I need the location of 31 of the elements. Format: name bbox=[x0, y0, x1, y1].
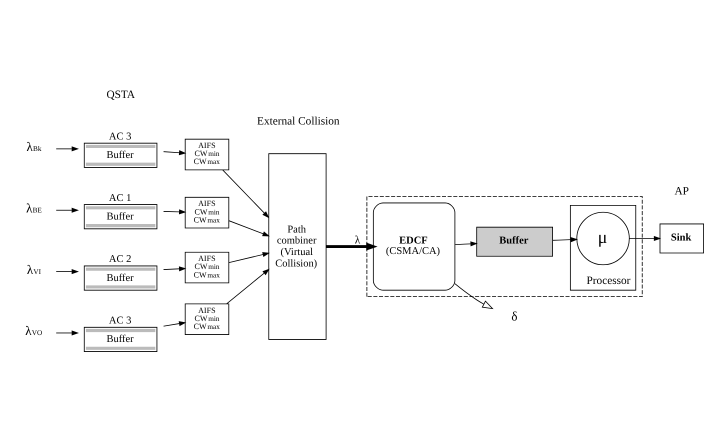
node-label: AC 3 bbox=[108, 131, 132, 142]
arrow bbox=[454, 240, 478, 246]
node-text: δ bbox=[511, 308, 518, 324]
node-box: Path combiner (Virtual Collision) bbox=[268, 152, 326, 340]
arrow bbox=[163, 266, 186, 271]
arrow bbox=[56, 146, 79, 151]
arrow bbox=[228, 220, 270, 236]
arrow bbox=[163, 150, 186, 155]
node-box: EDCF (CSMA/CA) bbox=[372, 202, 456, 290]
node-label: AC 1 bbox=[108, 192, 132, 204]
arrow bbox=[222, 169, 270, 218]
arrow bbox=[163, 320, 186, 326]
edge-label: λ bbox=[354, 234, 360, 246]
node-circle: μ bbox=[576, 211, 630, 265]
label: AP bbox=[674, 185, 689, 198]
arrow bbox=[163, 208, 186, 214]
label: QSTA bbox=[106, 88, 136, 100]
arrow bbox=[326, 242, 378, 250]
node-box: Buffer bbox=[476, 226, 553, 256]
arrow bbox=[56, 207, 79, 212]
arrow bbox=[56, 330, 79, 336]
arrow bbox=[228, 252, 270, 262]
arrow bbox=[56, 268, 79, 274]
node-box: Sink bbox=[660, 223, 704, 253]
arrow bbox=[226, 268, 270, 304]
arrow bbox=[552, 236, 578, 242]
node-label: AC 3 bbox=[108, 315, 132, 326]
node-label: AC 2 bbox=[108, 254, 132, 265]
arrow bbox=[454, 282, 494, 309]
label: External Collision bbox=[257, 114, 340, 127]
arrow bbox=[628, 235, 662, 241]
